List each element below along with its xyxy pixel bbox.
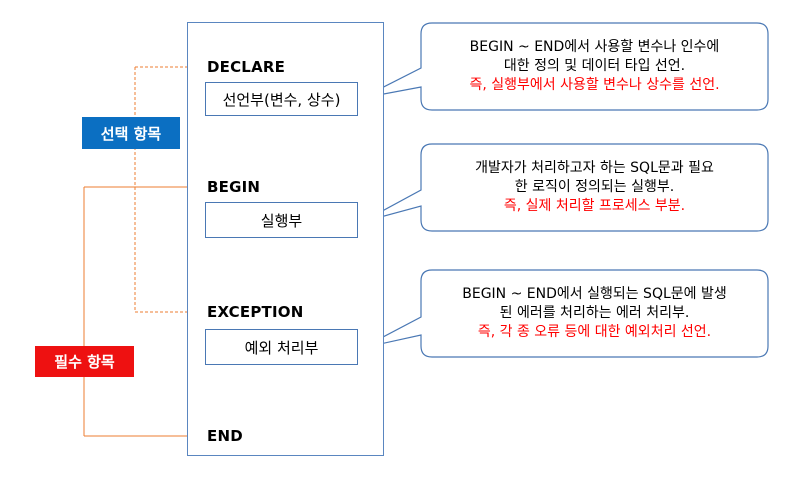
- begin-callout-bubble: [361, 143, 769, 232]
- optional-items-tag: 선택 항목: [82, 117, 180, 149]
- end-label: END: [207, 427, 243, 445]
- begin-callout-line2: 한 로직이 정의되는 실행부.: [514, 179, 675, 195]
- declare-callout-text: BEGIN ~ END에서 사용할 변수나 인수에 대한 정의 및 데이터 타입…: [421, 38, 768, 95]
- exception-callout-text: BEGIN ~ END에서 실행되는 SQL문에 발생 된 에러를 처리하는 에…: [421, 285, 768, 342]
- declare-part-box: 선언부(변수, 상수): [205, 82, 358, 116]
- exception-callout-line2: 된 에러를 처리하는 에러 처리부.: [499, 305, 690, 321]
- exception-label: EXCEPTION: [207, 303, 304, 321]
- declare-label: DECLARE: [207, 58, 286, 76]
- declare-callout-bubble: [361, 22, 769, 111]
- exception-part-box: 예외 처리부: [205, 329, 358, 365]
- begin-callout-line1: 개발자가 처리하고자 하는 SQL문과 필요: [475, 160, 714, 176]
- optional-connector: [134, 66, 195, 313]
- exception-callout-line1: BEGIN ~ END에서 실행되는 SQL문에 발생: [462, 286, 727, 302]
- declare-callout-line2: 대한 정의 및 데이터 타입 선언.: [503, 58, 686, 74]
- begin-part-box: 실행부: [205, 202, 358, 238]
- required-items-tag: 필수 항목: [35, 346, 134, 377]
- exception-callout-emphasis: 즉, 각 종 오류 등에 대한 예외처리 선언.: [477, 324, 712, 340]
- declare-callout-emphasis: 즉, 실행부에서 사용할 변수나 상수를 선언.: [469, 77, 720, 93]
- begin-callout-text: 개발자가 처리하고자 하는 SQL문과 필요 한 로직이 정의되는 실행부. 즉…: [421, 159, 768, 216]
- begin-label: BEGIN: [207, 178, 261, 196]
- begin-callout-emphasis: 즉, 실제 처리할 프로세스 부분.: [503, 198, 686, 214]
- declare-callout-line1: BEGIN ~ END에서 사용할 변수나 인수에: [469, 39, 720, 55]
- exception-callout-bubble: [361, 269, 769, 358]
- required-connector: [83, 186, 195, 437]
